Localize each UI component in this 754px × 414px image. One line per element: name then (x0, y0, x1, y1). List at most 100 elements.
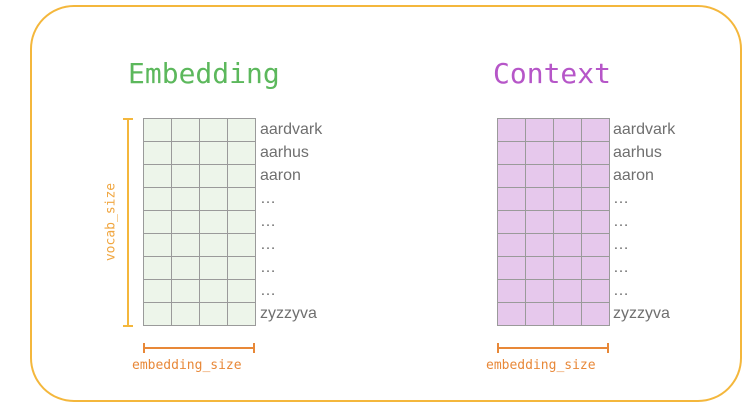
context-matrix-cell (498, 280, 526, 303)
embedding-vocab-word: … (260, 236, 276, 253)
context-vocab-word: … (613, 213, 629, 230)
embedding-matrix-cell (172, 257, 200, 280)
context-matrix-cell (582, 188, 610, 211)
context-matrix-cell (526, 165, 554, 188)
context-vocab-word: … (613, 236, 629, 253)
vocab-size-brace (123, 118, 133, 327)
context-matrix-cell (498, 211, 526, 234)
embedding-matrix-cell (228, 119, 256, 142)
context-matrix-cell (582, 280, 610, 303)
embedding-matrix-cell (144, 188, 172, 211)
embedding-matrix-cell (200, 165, 228, 188)
embedding-matrix-cell (228, 234, 256, 257)
embedding-matrix-cell (228, 142, 256, 165)
embedding-matrix-cell (172, 165, 200, 188)
embedding-matrix-cell (172, 211, 200, 234)
context-matrix-cell (554, 188, 582, 211)
context-matrix-cell (582, 303, 610, 326)
context-vocab-word: … (613, 259, 629, 276)
embedding-vocab-word: aarhus (260, 144, 309, 161)
embedding-matrix-cell (144, 211, 172, 234)
context-matrix-cell (526, 142, 554, 165)
context-matrix-cell (554, 119, 582, 142)
embedding-vocab-word: aaron (260, 167, 301, 184)
context-matrix-cell (554, 165, 582, 188)
embedding-matrix-cell (144, 165, 172, 188)
embedding-matrix-cell (200, 142, 228, 165)
embedding-matrix-cell (200, 211, 228, 234)
context-matrix-cell (526, 257, 554, 280)
embedding-matrix-cell (228, 165, 256, 188)
context-matrix-cell (498, 188, 526, 211)
context-matrix-cell (498, 165, 526, 188)
context-matrix-cell (554, 211, 582, 234)
context-matrix-cell (526, 188, 554, 211)
embedding-matrix-cell (144, 142, 172, 165)
context-matrix-cell (498, 234, 526, 257)
embedding-matrix-cell (172, 303, 200, 326)
context-vocab-word: … (613, 190, 629, 207)
context-matrix-cell (526, 280, 554, 303)
context-matrix-cell (526, 211, 554, 234)
context-matrix (497, 118, 610, 326)
embedding-matrix-cell (144, 257, 172, 280)
context-matrix-cell (554, 280, 582, 303)
embedding-vocab-word: … (260, 213, 276, 230)
context-matrix-cell (554, 257, 582, 280)
embedding-matrix-cell (200, 280, 228, 303)
context-matrix-cell (582, 142, 610, 165)
embedding-matrix-cell (172, 119, 200, 142)
embedding-vocab-word: … (260, 282, 276, 299)
embedding-title: Embedding (128, 57, 280, 90)
context-matrix-cell (582, 119, 610, 142)
context-matrix-cell (498, 142, 526, 165)
embedding-matrix-cell (172, 142, 200, 165)
embedding-matrix-cell (228, 303, 256, 326)
context-matrix-cell (526, 303, 554, 326)
context-matrix-cell (498, 257, 526, 280)
context-embedding-size-label: embedding_size (486, 358, 596, 373)
embedding-matrix-cell (172, 188, 200, 211)
embedding-matrix-cell (200, 257, 228, 280)
embedding-size-brace (143, 343, 255, 353)
embedding-vocab-word: … (260, 190, 276, 207)
context-matrix-cell (498, 119, 526, 142)
context-matrix-cell (554, 234, 582, 257)
context-vocab-word: aaron (613, 167, 654, 184)
embedding-matrix-cell (228, 257, 256, 280)
embedding-matrix-cell (228, 211, 256, 234)
context-vocab-word: aarhus (613, 144, 662, 161)
embedding-matrix-cell (144, 280, 172, 303)
context-vocab-word: … (613, 282, 629, 299)
embedding-matrix-cell (200, 119, 228, 142)
context-matrix-cell (582, 257, 610, 280)
embedding-matrix-cell (172, 234, 200, 257)
embedding-vocab-word: … (260, 259, 276, 276)
context-matrix-cell (582, 211, 610, 234)
context-matrix-cell (498, 303, 526, 326)
embedding-matrix (143, 118, 256, 326)
embedding-matrix-cell (228, 188, 256, 211)
embedding-matrix-cell (172, 280, 200, 303)
context-vocab-word: zyzzyva (613, 305, 670, 322)
context-embedding-size-brace (497, 343, 609, 353)
context-matrix-cell (526, 234, 554, 257)
embedding-matrix-cell (144, 119, 172, 142)
context-matrix-cell (582, 165, 610, 188)
embedding-matrix-cell (200, 234, 228, 257)
context-vocab-list: aardvark aarhus aaron … … … … … zyzzyva (613, 118, 675, 325)
embedding-size-label: embedding_size (132, 358, 242, 373)
embedding-vocab-word: zyzzyva (260, 305, 317, 322)
embedding-matrix-cell (200, 303, 228, 326)
embedding-matrix-cell (200, 188, 228, 211)
embedding-matrix-cell (228, 280, 256, 303)
embedding-matrix-cell (144, 303, 172, 326)
context-matrix-cell (582, 234, 610, 257)
context-matrix-cell (526, 119, 554, 142)
embedding-vocab-word: aardvark (260, 121, 323, 138)
context-matrix-cell (554, 303, 582, 326)
context-title: Context (493, 57, 612, 90)
context-vocab-word: aardvark (613, 121, 676, 138)
embedding-matrix-cell (144, 234, 172, 257)
embedding-vocab-list: aardvark aarhus aaron … … … … … zyzzyva (260, 118, 322, 325)
